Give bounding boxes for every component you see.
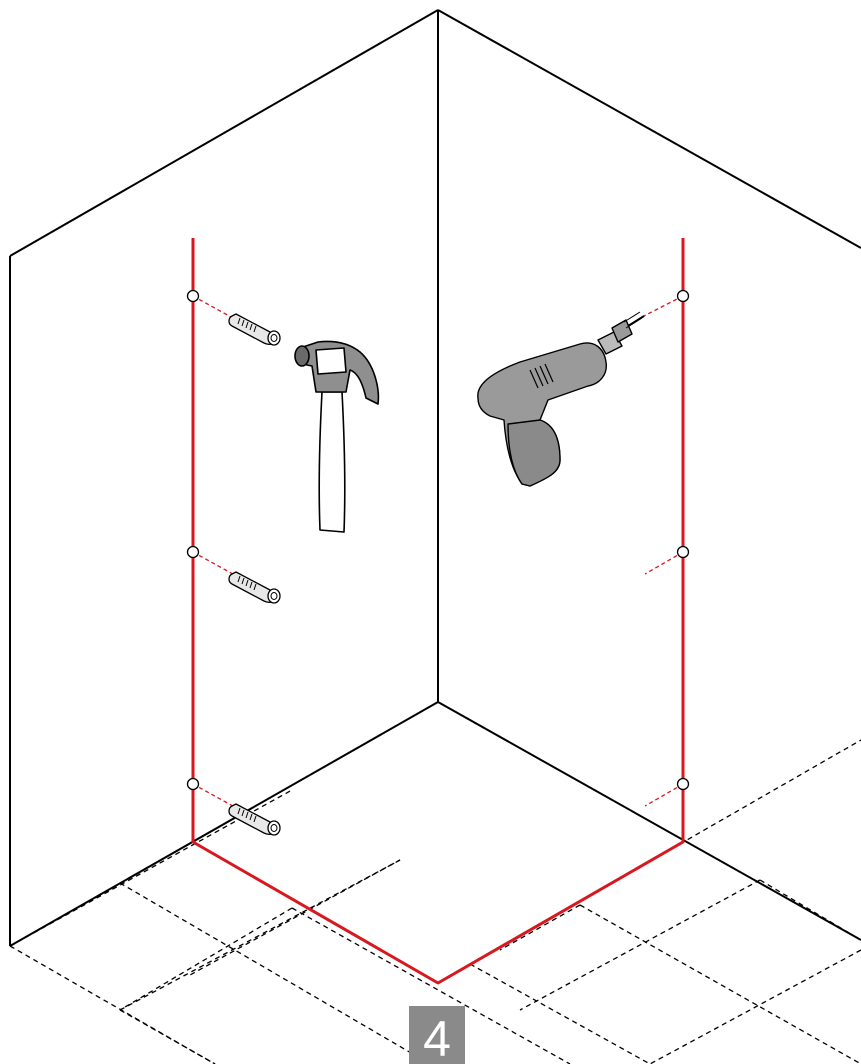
drill-hole-marker-icon	[186, 777, 200, 791]
wall-plug-icon	[228, 803, 281, 836]
drill-hole-marker-icon	[676, 777, 690, 791]
hammer-icon	[294, 340, 380, 533]
wall-plug-icon	[228, 313, 281, 346]
room-outline	[9, 9, 861, 947]
step-number: 4	[423, 1011, 451, 1064]
drill-hole-marker-icon	[676, 289, 690, 303]
wall-plugs	[228, 313, 281, 836]
drill-hole-marker-icon	[676, 545, 690, 559]
drill-hole-marker-icon	[186, 289, 200, 303]
step-badge: 4	[409, 1006, 465, 1064]
wall-plug-icon	[228, 571, 281, 604]
drill-hole-marker-icon	[186, 545, 200, 559]
drill-hole-markers	[186, 289, 690, 791]
red-installation-guide	[191, 238, 685, 985]
power-drill-icon	[477, 311, 645, 487]
